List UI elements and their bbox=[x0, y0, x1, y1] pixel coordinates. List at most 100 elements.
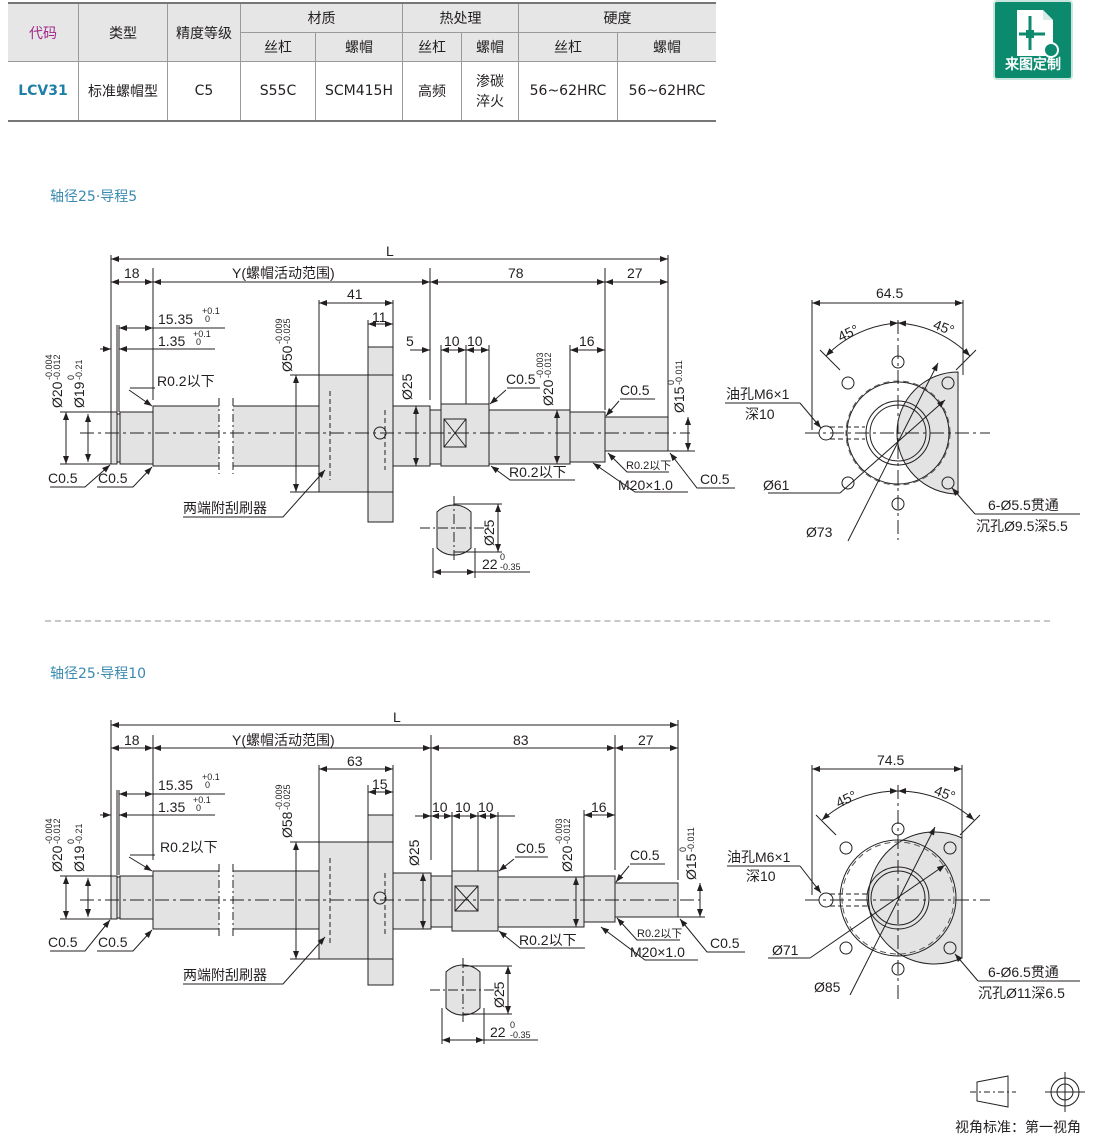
svg-text:83: 83 bbox=[513, 732, 529, 748]
shaft-drawing-lead5 bbox=[50, 255, 735, 578]
svg-text:Ø20: Ø20 bbox=[49, 845, 65, 872]
svg-text:Ø73: Ø73 bbox=[806, 524, 833, 540]
svg-text:-0.21: -0.21 bbox=[74, 823, 84, 844]
svg-text:74.5: 74.5 bbox=[877, 752, 904, 768]
svg-text:C0.5: C0.5 bbox=[630, 847, 660, 863]
end-view-labels-lead10: 74.5 45° 45° 油孔M6×1 深10 Ø71 Ø85 6-Ø6.5贯通… bbox=[727, 752, 1065, 1001]
cell-code: LCV31 bbox=[8, 61, 79, 122]
svg-text:-0.012: -0.012 bbox=[52, 818, 62, 844]
svg-text:11: 11 bbox=[372, 309, 387, 325]
svg-text:41: 41 bbox=[347, 286, 363, 302]
header-type: 类型 bbox=[78, 2, 168, 62]
svg-text:油孔M6×1: 油孔M6×1 bbox=[726, 386, 790, 402]
svg-text:10: 10 bbox=[432, 799, 448, 815]
svg-text:78: 78 bbox=[508, 265, 524, 281]
svg-text:Ø58: Ø58 bbox=[279, 811, 295, 838]
svg-text:-0.011: -0.011 bbox=[686, 827, 696, 852]
svg-text:10: 10 bbox=[455, 799, 471, 815]
svg-text:C0.5: C0.5 bbox=[710, 935, 740, 951]
svg-text:15.35: 15.35 bbox=[158, 311, 193, 327]
svg-text:R0.2以下: R0.2以下 bbox=[637, 928, 682, 940]
svg-text:16: 16 bbox=[591, 799, 607, 815]
badge-label: 来图定制 bbox=[1005, 57, 1061, 73]
svg-text:M20×1.0: M20×1.0 bbox=[630, 944, 685, 960]
svg-text:63: 63 bbox=[347, 753, 363, 769]
svg-text:Ø85: Ø85 bbox=[814, 979, 841, 995]
cell-hard-screw: 56~62HRC bbox=[518, 61, 618, 122]
svg-text:0: 0 bbox=[205, 780, 210, 790]
subheader-hard-screw: 丝杠 bbox=[518, 32, 618, 62]
svg-text:27: 27 bbox=[638, 732, 654, 748]
svg-text:-0.009: -0.009 bbox=[274, 318, 284, 344]
svg-text:-0.35: -0.35 bbox=[500, 562, 521, 572]
drawing-custom-icon bbox=[1017, 10, 1059, 58]
svg-text:-0.004: -0.004 bbox=[44, 818, 54, 844]
svg-text:油孔M6×1: 油孔M6×1 bbox=[727, 849, 791, 865]
svg-text:Ø25: Ø25 bbox=[406, 839, 422, 866]
header-hardness: 硬度 bbox=[518, 2, 716, 33]
svg-text:22: 22 bbox=[490, 1024, 506, 1040]
svg-text:0: 0 bbox=[666, 380, 676, 385]
svg-text:-0.003: -0.003 bbox=[554, 818, 564, 844]
svg-text:15.35: 15.35 bbox=[158, 777, 193, 793]
svg-text:Ø20: Ø20 bbox=[559, 845, 575, 872]
svg-text:深10: 深10 bbox=[746, 868, 776, 884]
svg-text:-0.012: -0.012 bbox=[52, 354, 62, 380]
svg-text:R0.2以下: R0.2以下 bbox=[509, 464, 567, 480]
flange-end-view-lead5 bbox=[725, 300, 1080, 542]
svg-text:0: 0 bbox=[66, 839, 76, 844]
svg-text:R0.2以下: R0.2以下 bbox=[157, 373, 215, 389]
custom-drawing-badge[interactable]: 来图定制 bbox=[993, 0, 1073, 80]
cell-mat-nut: SCM415H bbox=[315, 61, 403, 122]
view-standard-label: 视角标准：第一视角 bbox=[955, 1120, 1081, 1136]
svg-text:10: 10 bbox=[478, 799, 494, 815]
svg-text:45°: 45° bbox=[835, 321, 861, 344]
svg-text:Y(螺帽活动范围): Y(螺帽活动范围) bbox=[232, 732, 335, 748]
svg-text:R0.2以下: R0.2以下 bbox=[160, 839, 218, 855]
svg-text:18: 18 bbox=[124, 265, 140, 281]
svg-text:1.35: 1.35 bbox=[158, 333, 185, 349]
header-heat-treatment: 热处理 bbox=[402, 2, 519, 33]
svg-text:-0.004: -0.004 bbox=[44, 354, 54, 380]
svg-text:27: 27 bbox=[627, 265, 643, 281]
svg-text:C0.5: C0.5 bbox=[98, 934, 128, 950]
spec-table: 代码 类型 精度等级 材质 热处理 硬度 丝杠 螺帽 丝杠 螺帽 丝杠 螺帽 L… bbox=[8, 2, 716, 122]
cell-heat-nut: 渗碳淬火 bbox=[461, 61, 519, 122]
svg-text:两端附刮刷器: 两端附刮刷器 bbox=[183, 967, 267, 983]
svg-text:45°: 45° bbox=[833, 787, 859, 810]
cell-precision: C5 bbox=[167, 61, 241, 122]
dimension-labels-lead10: L 18 Y(螺帽活动范围) 83 27 63 15 15.35 +0.1 0 … bbox=[44, 709, 740, 1040]
svg-text:Ø50: Ø50 bbox=[279, 345, 295, 372]
svg-text:-0.011: -0.011 bbox=[674, 360, 684, 385]
svg-text:Ø25: Ø25 bbox=[399, 373, 415, 400]
svg-text:L: L bbox=[386, 243, 394, 259]
subheader-heat-screw: 丝杠 bbox=[402, 32, 462, 62]
svg-text:6-Ø6.5贯通: 6-Ø6.5贯通 bbox=[988, 964, 1059, 980]
svg-text:0: 0 bbox=[196, 337, 201, 347]
heat-nut-line1: 渗碳 bbox=[476, 74, 504, 90]
svg-text:Ø19: Ø19 bbox=[71, 845, 87, 872]
svg-text:0: 0 bbox=[205, 314, 210, 324]
end-view-labels-lead5: 64.5 45° 45° 油孔M6×1 深10 Ø61 Ø73 6-Ø5.5贯通… bbox=[726, 285, 1068, 540]
svg-text:45°: 45° bbox=[932, 782, 957, 804]
svg-text:10: 10 bbox=[444, 333, 460, 349]
svg-text:M20×1.0: M20×1.0 bbox=[618, 477, 673, 493]
svg-text:0: 0 bbox=[678, 847, 688, 852]
svg-text:22: 22 bbox=[482, 556, 498, 572]
svg-text:Ø25: Ø25 bbox=[481, 519, 497, 546]
svg-text:-0.009: -0.009 bbox=[274, 784, 284, 810]
shaft-drawing-lead10 bbox=[50, 720, 745, 1044]
svg-text:C0.5: C0.5 bbox=[620, 382, 650, 398]
svg-text:Ø61: Ø61 bbox=[763, 477, 790, 493]
cell-mat-screw: S55C bbox=[240, 61, 316, 122]
svg-text:Ø19: Ø19 bbox=[71, 381, 87, 408]
svg-text:-0.35: -0.35 bbox=[510, 1030, 531, 1040]
flange-end-view-lead10 bbox=[727, 765, 1080, 1000]
svg-text:R0.2以下: R0.2以下 bbox=[626, 460, 671, 472]
svg-text:Ø15: Ø15 bbox=[671, 386, 687, 413]
header-material: 材质 bbox=[240, 2, 403, 33]
svg-text:C0.5: C0.5 bbox=[516, 840, 546, 856]
svg-text:Ø20: Ø20 bbox=[49, 381, 65, 408]
svg-text:C0.5: C0.5 bbox=[48, 934, 78, 950]
svg-text:45°: 45° bbox=[931, 316, 956, 338]
